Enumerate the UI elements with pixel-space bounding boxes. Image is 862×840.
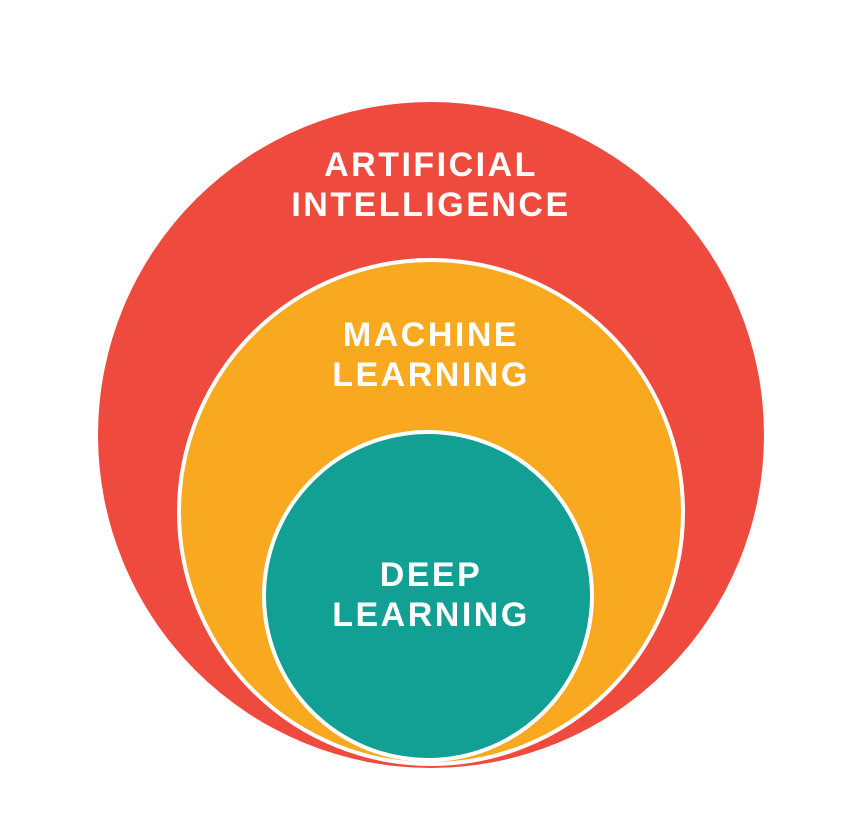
label-deep-learning: DEEP LEARNING: [0, 555, 862, 635]
label-line: INTELLIGENCE: [291, 186, 571, 224]
circle-deep-learning: [262, 430, 594, 762]
label-artificial-intelligence: ARTIFICIAL INTELLIGENCE: [0, 145, 862, 225]
label-line: MACHINE: [342, 316, 520, 354]
label-machine-learning: MACHINE LEARNING: [0, 315, 862, 395]
label-line: DEEP: [379, 556, 483, 594]
label-line: ARTIFICIAL: [324, 146, 538, 184]
label-line: LEARNING: [332, 356, 530, 394]
label-line: LEARNING: [332, 596, 530, 634]
